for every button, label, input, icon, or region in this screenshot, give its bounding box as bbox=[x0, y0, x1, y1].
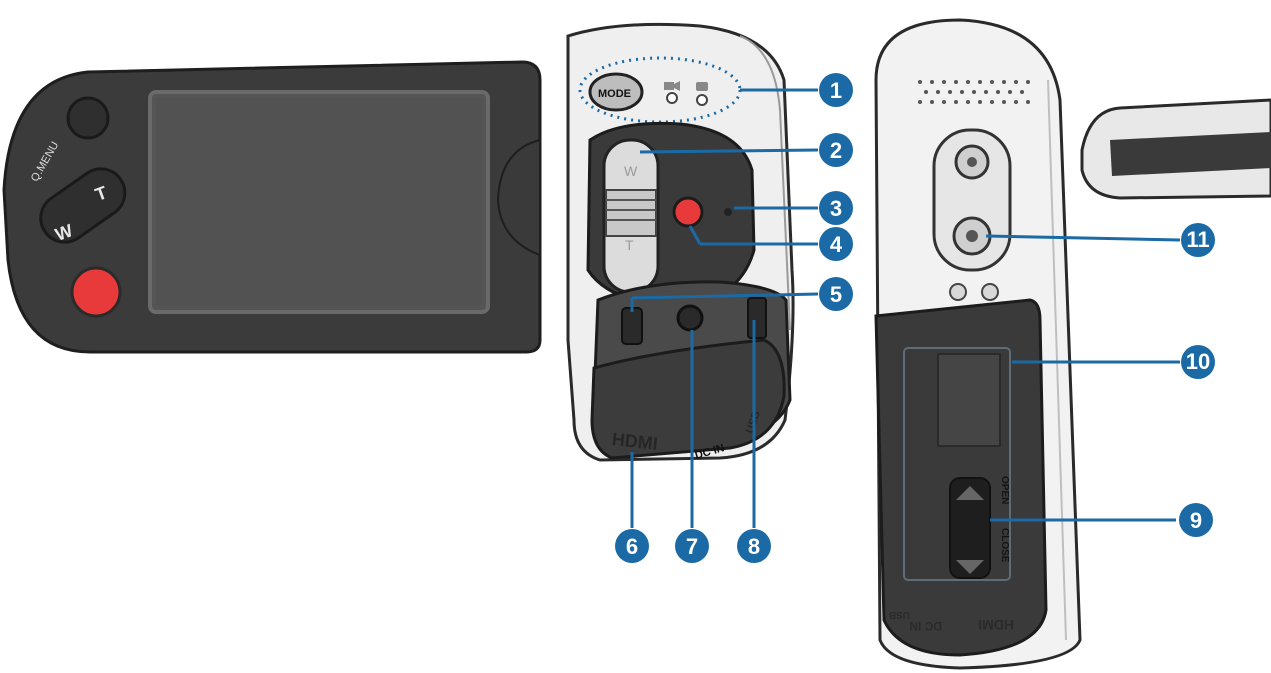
callout-6: 6 bbox=[615, 529, 649, 563]
mode-button[interactable] bbox=[588, 72, 644, 112]
callout-4-number: 4 bbox=[830, 232, 843, 257]
callout-5-number: 5 bbox=[830, 282, 842, 307]
callout-6-number: 6 bbox=[626, 534, 638, 559]
switch-w-label: W bbox=[624, 163, 638, 179]
lcd-panel: W T Q.MENU bbox=[2, 60, 542, 354]
cover-hdmi-label: HDMI bbox=[611, 429, 659, 454]
jack-cover bbox=[590, 338, 786, 460]
callout-3-number: 3 bbox=[830, 196, 842, 221]
dc-in-jack bbox=[676, 304, 704, 332]
record-button-side[interactable] bbox=[672, 196, 704, 228]
callout-7-number: 7 bbox=[686, 534, 698, 559]
callout-2: 2 bbox=[819, 133, 853, 167]
callout-2-number: 2 bbox=[830, 138, 842, 163]
callout-9: 9 bbox=[1179, 503, 1213, 537]
lcd-hinge bbox=[496, 138, 541, 257]
q-menu-button[interactable] bbox=[66, 96, 110, 140]
video-icon bbox=[664, 81, 680, 91]
usb-port bbox=[747, 297, 767, 339]
mode-button-label: MODE bbox=[598, 88, 631, 100]
camcorder-side: MODE W T HDMI DC IN USB bbox=[566, 22, 795, 462]
callout-11-number: 11 bbox=[1186, 227, 1209, 252]
callout-5: 5 bbox=[819, 277, 853, 311]
close-label: CLOSE bbox=[999, 528, 1010, 563]
open-label: OPEN bbox=[999, 476, 1010, 504]
zoom-switch-grip bbox=[605, 189, 657, 237]
callout-9-number: 9 bbox=[1190, 508, 1202, 533]
zoom-w-label: W bbox=[52, 220, 75, 245]
callout-3: 3 bbox=[819, 191, 853, 225]
callout-8: 8 bbox=[737, 529, 771, 563]
camcorder-bottom: OPEN CLOSE USB DC IN HDMI bbox=[874, 18, 1082, 670]
photo-icon bbox=[696, 82, 708, 91]
callout-10-number: 10 bbox=[1186, 349, 1210, 374]
callout-1-number: 1 bbox=[830, 78, 842, 103]
hdmi-port bbox=[621, 307, 643, 345]
small-screw-left bbox=[949, 283, 967, 301]
zoom-rocker[interactable] bbox=[31, 159, 134, 251]
callout-10: 10 bbox=[1181, 345, 1215, 379]
callout-11: 11 bbox=[1181, 223, 1215, 257]
small-screw-right bbox=[981, 283, 999, 301]
callout-7: 7 bbox=[675, 529, 709, 563]
switch-t-label: T bbox=[625, 237, 634, 253]
leader-lines bbox=[630, 88, 1181, 528]
record-button-lcd[interactable] bbox=[70, 266, 122, 318]
bottom-hdmi-label: HDMI bbox=[978, 617, 1014, 633]
photo-mode-lamp bbox=[696, 94, 708, 106]
card-slot-outline bbox=[903, 347, 1011, 581]
callout-1: 1 bbox=[819, 73, 853, 107]
battery-release-switch[interactable] bbox=[949, 477, 991, 579]
callout-4: 4 bbox=[819, 227, 853, 261]
charge-indicator bbox=[724, 208, 732, 216]
callout-8-number: 8 bbox=[748, 534, 760, 559]
speaker-grille bbox=[918, 80, 1030, 104]
bottom-usb-label: USB bbox=[889, 609, 910, 620]
video-mode-lamp bbox=[666, 92, 678, 104]
bottom-dcin-label: DC IN bbox=[909, 619, 942, 633]
